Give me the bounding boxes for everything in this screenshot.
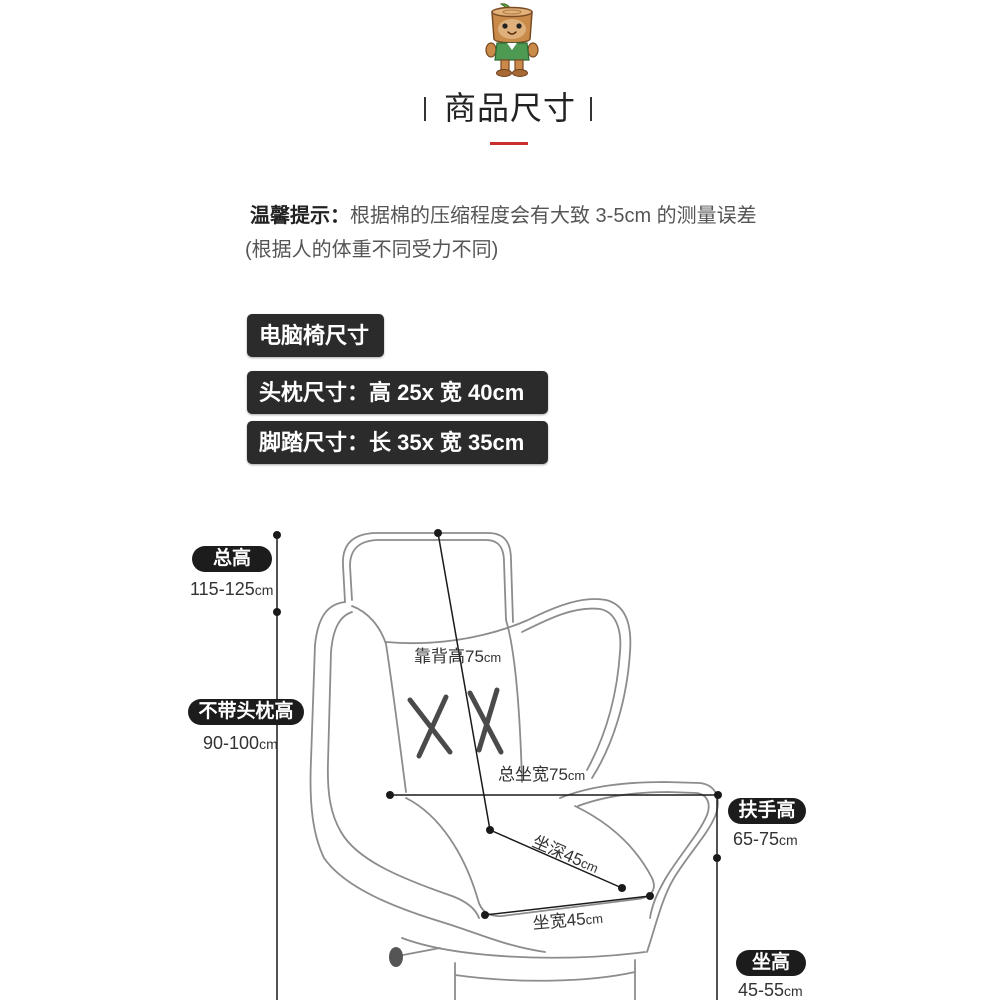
chair-left-armrest-outline xyxy=(323,857,546,953)
title-divider-left xyxy=(424,97,426,121)
title-underline xyxy=(490,142,528,145)
annotation-label: 靠背高 xyxy=(414,647,465,666)
chair-right-armrest-outline xyxy=(559,781,719,953)
chair-right-wing-inner xyxy=(521,607,622,771)
chair-backrest-left-edge xyxy=(351,605,407,793)
tip-note: (根据人的体重不同受力不同) xyxy=(245,239,499,261)
dimension-dot xyxy=(273,531,281,539)
seat-height-value: 45-55cm xyxy=(738,980,803,1001)
title-divider-right xyxy=(590,97,592,121)
value-number: 90-100 xyxy=(203,733,260,753)
chair-backrest-right-edge xyxy=(505,619,523,783)
value-unit: cm xyxy=(779,832,798,848)
chair-headrest-outline xyxy=(342,532,514,623)
dimension-dot xyxy=(486,826,494,834)
headrest-size-tag: 头枕尺寸：高 25x 宽 40cm xyxy=(247,371,548,414)
dimension-dot xyxy=(481,911,489,919)
value-number: 115-125 xyxy=(190,579,255,599)
tip-text: 根据棉的压缩程度会有大致 3-5cm 的测量误差 xyxy=(350,205,757,227)
footrest-size-tag: 脚踏尺寸：长 35x 宽 35cm xyxy=(247,421,548,464)
chair-size-heading-tag: 电脑椅尺寸 xyxy=(247,314,384,357)
tip-label: 温馨提示： xyxy=(250,205,350,227)
armrest-height-value: 65-75cm xyxy=(733,829,798,850)
backrest-height-line xyxy=(437,532,491,831)
dimension-dot xyxy=(273,608,281,616)
chair-lever xyxy=(402,947,441,956)
backrest-x-mark-left xyxy=(407,694,453,759)
chair-lever-knob xyxy=(389,947,403,967)
value-unit: cm xyxy=(254,582,274,598)
chair-seat-cushion xyxy=(405,797,655,917)
value-number: 65-75 xyxy=(733,829,780,849)
tree-stump-mascot-icon xyxy=(480,1,544,79)
page-title: 商品尺寸 xyxy=(443,90,576,126)
total-height-label: 总高 xyxy=(192,546,272,572)
annotation-label: 总坐宽 xyxy=(498,765,549,784)
annotation-label: 坐宽 xyxy=(532,911,568,933)
dimension-dot xyxy=(618,884,626,892)
seat-height-label: 坐高 xyxy=(736,950,806,976)
total-height-value: 115-125cm xyxy=(190,579,273,600)
chair-base-outline xyxy=(401,937,646,959)
annotation-unit: cm xyxy=(483,650,502,665)
total-seat-width-annotation: 总坐宽75cm xyxy=(498,765,585,786)
dimension-dot xyxy=(713,854,721,862)
chair-left-armrest-inner xyxy=(340,831,480,919)
dimension-dot xyxy=(386,791,394,799)
annotation-unit: cm xyxy=(584,910,604,928)
armrest-height-label: 扶手高 xyxy=(728,798,806,824)
value-unit: cm xyxy=(784,983,803,999)
annotation-number: 75 xyxy=(549,765,568,784)
height-without-headrest-value: 90-100cm xyxy=(203,733,278,754)
chair-left-wing-outline xyxy=(309,601,346,859)
chair-left-wing-inner xyxy=(326,611,353,833)
annotation-number: 45 xyxy=(565,909,587,930)
dimension-dot xyxy=(434,529,442,537)
annotation-unit: cm xyxy=(567,768,586,783)
tip-line: 温馨提示：根据棉的压缩程度会有大致 3-5cm 的测量误差 xyxy=(250,203,757,229)
chair-right-armrest-inner xyxy=(577,791,710,919)
backrest-height-annotation: 靠背高75cm xyxy=(414,647,501,668)
annotation-number: 75 xyxy=(465,647,484,666)
dimension-dot xyxy=(714,791,722,799)
height-without-headrest-label: 不带头枕高 xyxy=(188,699,304,725)
backrest-x-mark-right xyxy=(467,687,504,755)
seat-depth-line xyxy=(489,829,623,889)
seat-width-line xyxy=(484,895,651,916)
chair-mechanism xyxy=(454,959,636,1000)
chair-diagram xyxy=(273,529,722,1000)
chair-right-wing-outline xyxy=(385,598,632,779)
chair-headrest-inner xyxy=(349,539,507,621)
value-unit: cm xyxy=(259,736,278,752)
dimension-dot xyxy=(646,892,654,900)
value-number: 45-55 xyxy=(738,980,785,1000)
